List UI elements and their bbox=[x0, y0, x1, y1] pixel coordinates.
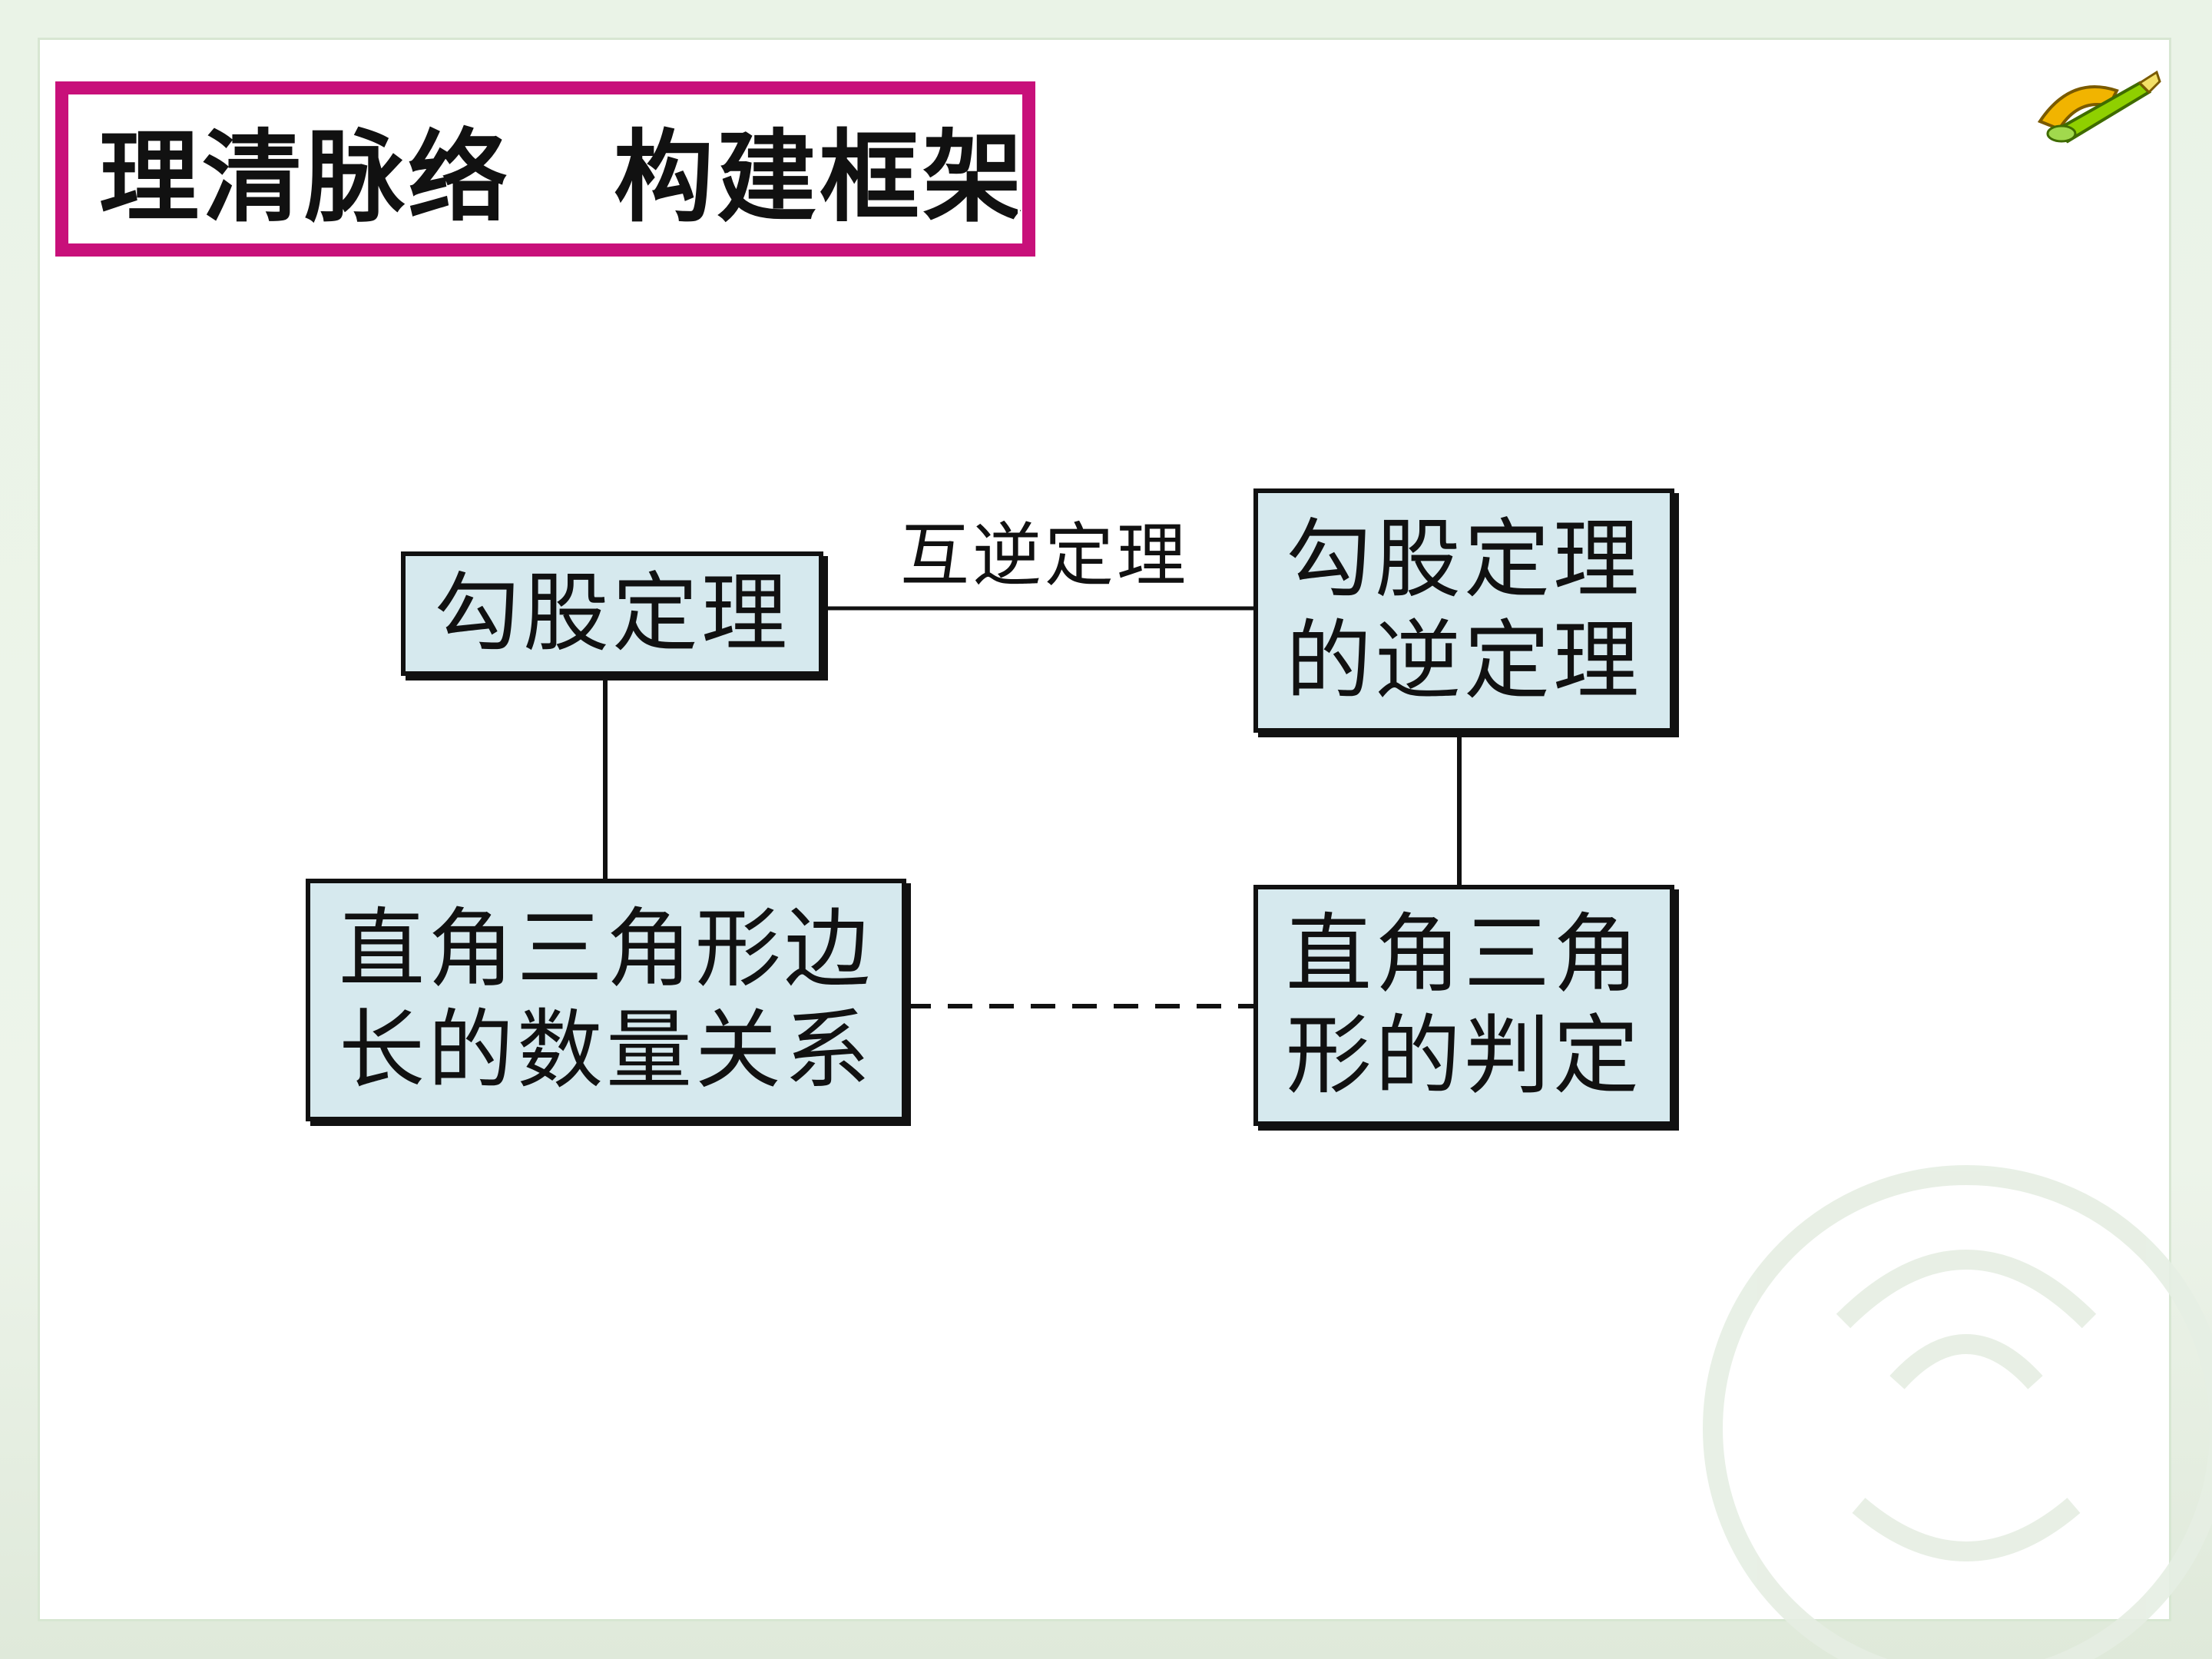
compass-ruler-icon bbox=[2037, 70, 2161, 144]
node-right-triangle-test: 直角三角 形的判定 bbox=[1253, 885, 1674, 1126]
node-line: 勾股定理 bbox=[434, 563, 790, 664]
slide-title: 理清脉络 构建框架 bbox=[65, 91, 1025, 247]
slide-title-box: 理清脉络 构建框架 bbox=[55, 81, 1035, 257]
node-line: 直角三角形边 bbox=[339, 899, 873, 999]
node-converse-theorem: 勾股定理 的逆定理 bbox=[1253, 488, 1674, 733]
node-line: 长的数量关系 bbox=[339, 1001, 873, 1101]
node-line: 形的判定 bbox=[1286, 1006, 1642, 1106]
node-line: 直角三角 bbox=[1286, 904, 1642, 1005]
inverse-theorem-label: 互逆定理 bbox=[900, 515, 1189, 596]
node-line: 的逆定理 bbox=[1286, 611, 1642, 711]
node-side-length-relation: 直角三角形边 长的数量关系 bbox=[306, 879, 906, 1121]
node-line: 勾股定理 bbox=[1286, 509, 1642, 610]
node-pythagorean-theorem: 勾股定理 bbox=[401, 551, 823, 676]
